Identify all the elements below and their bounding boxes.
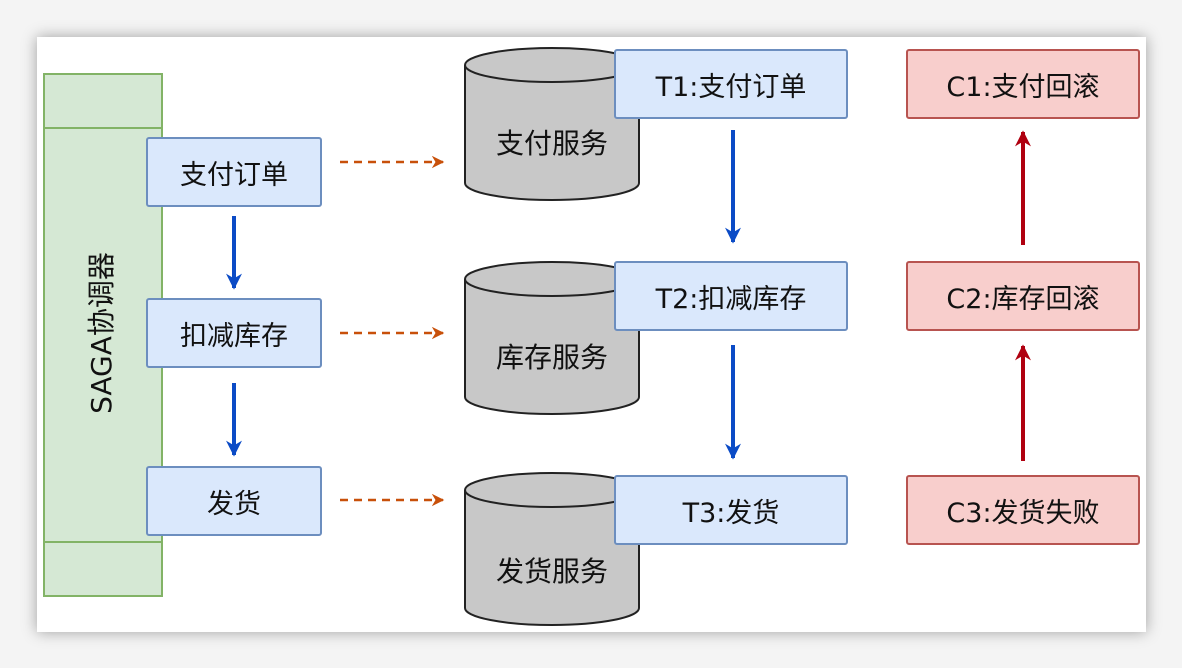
- transaction-t1: T1:支付订单: [614, 49, 848, 119]
- service-label-inventory: 库存服务: [495, 341, 609, 374]
- saga-coordinator: [43, 73, 163, 597]
- compensation-c3: C3:发货失败: [906, 475, 1140, 545]
- db-cylinder-payment: [464, 47, 640, 201]
- step-deduct-inventory: 扣减库存: [146, 298, 322, 368]
- step-pay-order: 支付订单: [146, 137, 322, 207]
- step-ship: 发货: [146, 466, 322, 536]
- transaction-t3: T3:发货: [614, 475, 848, 545]
- db-cylinder-inventory: [464, 261, 640, 415]
- compensation-c2: C2:库存回滚: [906, 261, 1140, 331]
- coordinator-bottom-band: [45, 541, 161, 543]
- service-label-shipping: 发货服务: [495, 555, 609, 588]
- transaction-t2: T2:扣减库存: [614, 261, 848, 331]
- service-label-payment: 支付服务: [495, 127, 609, 160]
- compensation-c1: C1:支付回滚: [906, 49, 1140, 119]
- coordinator-top-band: [45, 127, 161, 129]
- db-cylinder-shipping: [464, 472, 640, 626]
